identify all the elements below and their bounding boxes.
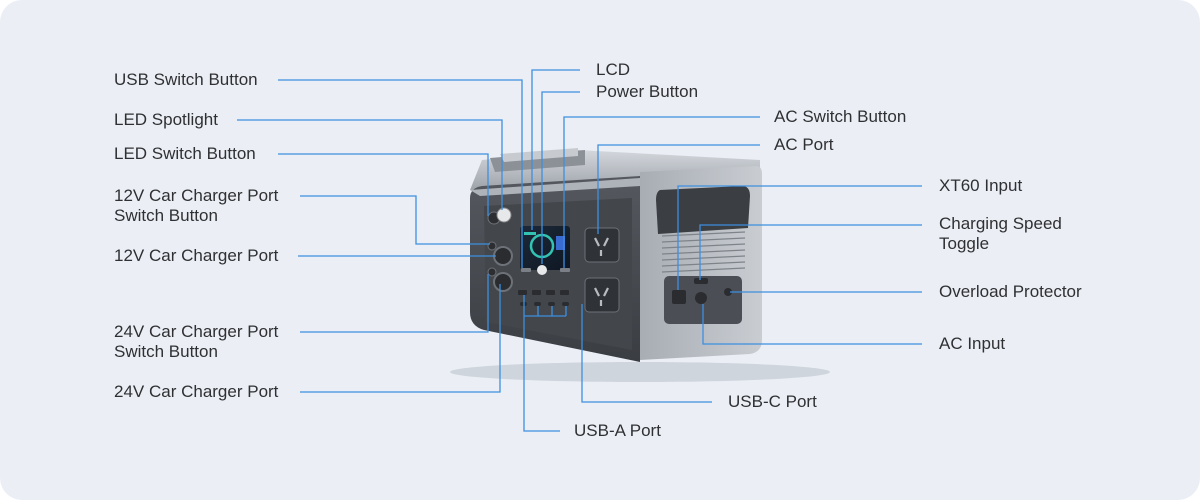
label-24v-car-charger-switch: 24V Car Charger Port Switch Button	[114, 322, 279, 361]
floor-shadow	[450, 362, 830, 382]
charging-speed-toggle-switch	[694, 278, 708, 284]
leader-charging-speed	[699, 224, 922, 280]
leader-usb-c	[581, 304, 712, 403]
ac-outlet-bottom	[584, 277, 620, 313]
leader-12v-switch	[300, 195, 490, 245]
label-power-button: Power Button	[596, 82, 699, 101]
ac-input-socket	[695, 292, 707, 304]
car-port-24v-socket	[493, 272, 513, 292]
label-xt60-input: XT60 Input	[939, 176, 1023, 195]
top-handle-bar	[500, 148, 578, 162]
lcd-bar	[556, 236, 565, 250]
leader-usb-switch	[278, 79, 523, 268]
leader-24v-switch	[300, 274, 489, 333]
leader-ac-switch	[563, 116, 760, 268]
leader-24v-port	[300, 284, 501, 393]
label-ac-port: AC Port	[774, 135, 834, 154]
leader-ac-port	[597, 144, 760, 234]
label-12v-car-charger-switch: 12V Car Charger Port Switch Button	[114, 186, 279, 225]
label-usb-c-port: USB-C Port	[728, 392, 817, 411]
xt60-socket	[672, 290, 686, 304]
leader-usb-a	[523, 295, 560, 432]
usb-a-ports	[518, 290, 569, 295]
side-vent	[661, 231, 746, 273]
label-ac-switch-button: AC Switch Button	[774, 107, 907, 126]
usb-c-ports	[520, 302, 569, 306]
label-ac-input: AC Input	[939, 334, 1006, 353]
ac-outlet-top	[584, 227, 620, 263]
usb-switch-button-pad	[521, 268, 531, 272]
label-charging-speed-toggle: Charging Speed Toggle	[939, 214, 1062, 253]
label-led-spotlight: LED Spotlight	[114, 110, 218, 129]
label-lcd: LCD	[596, 60, 631, 79]
overload-protector-button	[724, 288, 732, 296]
label-usb-switch-button: USB Switch Button	[114, 70, 258, 89]
leader-ac-input	[702, 304, 922, 345]
label-led-switch-button: LED Switch Button	[114, 144, 256, 163]
lcd-bar	[524, 232, 536, 235]
leader-power-button	[541, 91, 580, 264]
ac-outlet-bottom-pins	[594, 287, 609, 306]
side-handle-opening	[656, 186, 750, 234]
ac-outlet-top-pins	[594, 237, 609, 256]
power-button-knob	[537, 265, 547, 275]
label-24v-car-charger-port: 24V Car Charger Port	[114, 382, 279, 401]
leader-led-spotlight	[237, 119, 503, 210]
ac-switch-button-pad	[560, 268, 570, 272]
leader-xt60	[677, 185, 922, 290]
led-spotlight-lamp	[496, 207, 512, 223]
label-usb-a-port: USB-A Port	[574, 421, 661, 440]
car-port-24v-switch	[487, 267, 497, 277]
leader-lcd	[531, 69, 580, 230]
label-overload-protector: Overload Protector	[939, 282, 1082, 301]
label-12v-car-charger-port: 12V Car Charger Port	[114, 246, 279, 265]
leader-led-switch	[278, 153, 489, 216]
